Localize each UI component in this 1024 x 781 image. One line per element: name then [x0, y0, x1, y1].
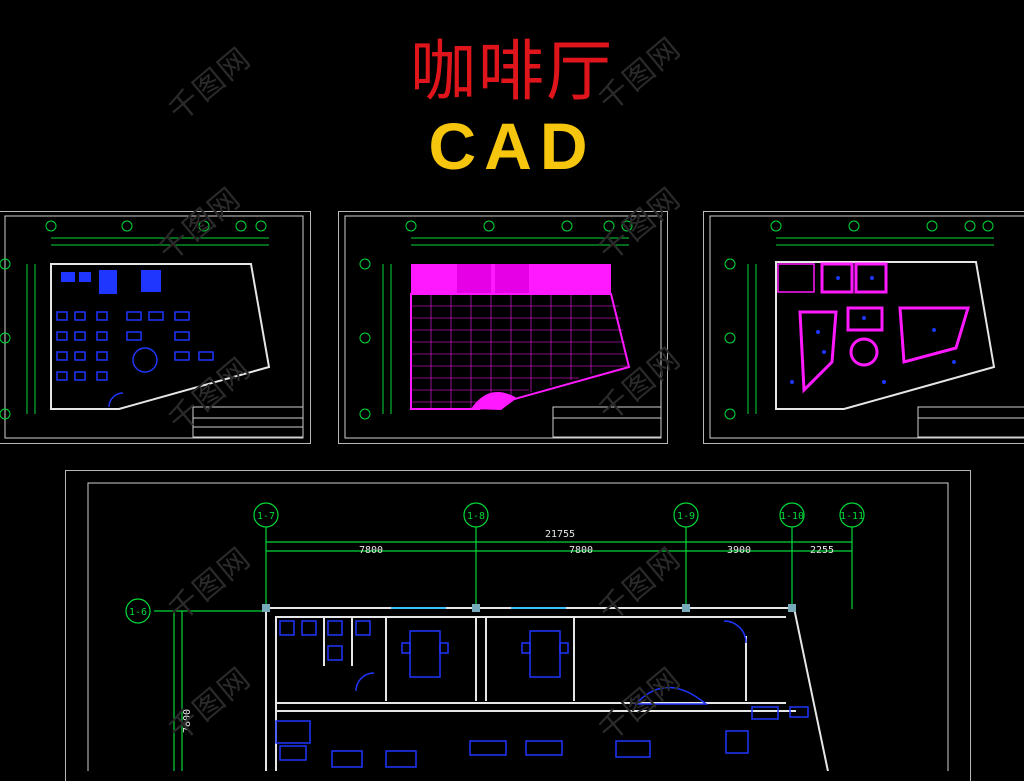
- thumbnail-ceiling-plan: [703, 211, 1024, 444]
- page-title: 咖啡厅: [410, 33, 614, 110]
- axis-label-1-10: 1-10: [780, 511, 804, 522]
- page-subtitle: CAD: [428, 109, 596, 183]
- thumbnail-furniture-plan: [0, 211, 311, 444]
- detail-plan-sheet: 1-7 1-8 1-9 1-10 1-11 1-6 21755 7800 780…: [65, 470, 971, 781]
- dimension-segment-2: 7800: [569, 545, 593, 556]
- vertical-dimension: 7800: [182, 709, 193, 733]
- axis-label-1-9: 1-9: [677, 511, 695, 522]
- dimension-segment-4: 2255: [810, 545, 834, 556]
- thumbnail-floor-plan: [338, 211, 668, 444]
- furniture-plan-drawing: [0, 215, 304, 439]
- axis-label-1-11: 1-11: [840, 511, 864, 522]
- dimension-segment-1: 7800: [359, 545, 383, 556]
- detail-plan-drawing: 1-7 1-8 1-9 1-10 1-11 1-6 21755 7800 780…: [87, 482, 949, 781]
- axis-label-1-7: 1-7: [257, 511, 275, 522]
- ceiling-plan-drawing: [709, 215, 1024, 439]
- floor-plan-drawing: [344, 215, 662, 439]
- axis-labels: 1-7 1-8 1-9 1-10 1-11 1-6: [129, 511, 864, 618]
- overall-dimension: 21755: [545, 529, 575, 540]
- axis-label-1-6: 1-6: [129, 607, 147, 618]
- axis-label-1-8: 1-8: [467, 511, 485, 522]
- dimension-segment-3: 3900: [727, 545, 751, 556]
